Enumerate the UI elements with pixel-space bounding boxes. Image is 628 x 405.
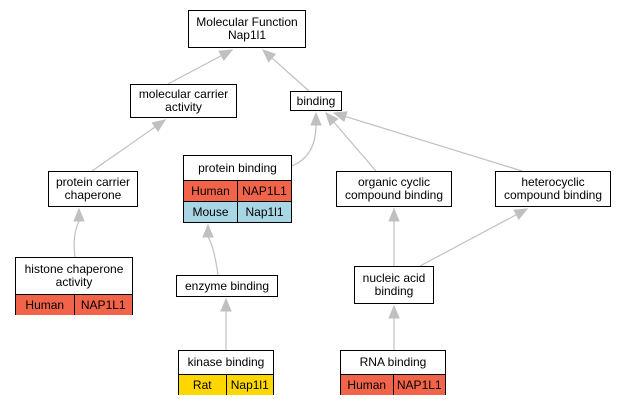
edge-histone-to-protein_carrier	[73, 220, 80, 258]
gene-cell: NAP1L1	[392, 375, 446, 395]
edge-carrier-to-mf_root	[167, 55, 222, 85]
annotation-row: Human NAP1L1	[184, 180, 291, 201]
annotation-row: Mouse Nap1l1	[184, 201, 291, 222]
go-term-label: heterocyclic compound binding	[503, 175, 603, 202]
go-term-label: histone chaperone activity	[24, 262, 124, 289]
arrowhead-nucleic-to-organic	[388, 207, 400, 222]
arrowhead-heterocyclic-to-binding	[332, 111, 348, 123]
go-term-label: kinase binding	[187, 355, 265, 369]
species-cell: Human	[25, 297, 65, 312]
go-term-label: binding	[296, 93, 336, 108]
gene-cell: Nap1l1	[237, 202, 291, 222]
go-term-node-carrier[interactable]: molecular carrier activity	[130, 84, 237, 118]
go-term-label: RNA binding	[359, 355, 427, 369]
edge-heterocyclic-to-binding	[345, 115, 523, 172]
arrowhead-carrier-to-mf_root	[218, 49, 234, 61]
go-term-node-protein-carrier[interactable]: protein carrier chaperone	[48, 171, 138, 207]
edge-organic-to-binding	[333, 121, 377, 172]
arrowhead-enzyme-to-protein_binding	[202, 223, 214, 238]
gene-cell: Nap1l1	[225, 375, 274, 395]
edge-enzyme-to-protein_binding	[207, 236, 219, 276]
go-term-label: Molecular Function Nap1l1	[196, 15, 298, 42]
annotation-row: Rat Nap1l1	[179, 374, 273, 395]
species-cell: Human	[347, 377, 387, 392]
go-term-label: organic cyclic compound binding	[344, 175, 444, 202]
arrowhead-organic-to-binding	[325, 112, 339, 127]
go-term-node-organic[interactable]: organic cyclic compound binding	[336, 171, 452, 207]
edge-protein_binding-to-binding	[291, 124, 317, 167]
go-term-node-heterocyclic[interactable]: heterocyclic compound binding	[495, 171, 611, 207]
gene-cell: NAP1L1	[237, 181, 291, 201]
arrowhead-kinase-to-enzyme	[220, 297, 232, 312]
gene-cell: NAP1L1	[73, 295, 133, 315]
go-term-node-enzyme[interactable]: enzyme binding	[176, 275, 278, 297]
go-term-label: molecular carrier activity	[138, 87, 229, 114]
go-term-label: enzyme binding	[184, 278, 270, 293]
arrowhead-protein_binding-to-binding	[310, 111, 322, 126]
species-cell: Human	[191, 183, 230, 198]
go-term-label: protein carrier chaperone	[55, 175, 131, 202]
arrowhead-binding-to-mf_root	[262, 49, 277, 63]
go-term-node-binding[interactable]: binding	[290, 91, 342, 111]
go-term-label: nucleic acid binding	[362, 271, 426, 298]
go-term-node-mf-root[interactable]: Molecular Function Nap1l1	[188, 10, 306, 48]
go-term-node-nucleic[interactable]: nucleic acid binding	[354, 266, 434, 304]
annotation-row: Human NAP1L1	[341, 374, 445, 395]
arrowhead-nucleic-to-heterocyclic	[513, 208, 529, 220]
arrowhead-protein_carrier-to-carrier	[151, 119, 167, 132]
species-cell: Mouse	[192, 204, 229, 219]
species-cell: Rat	[192, 377, 212, 392]
go-term-label: protein binding	[198, 160, 277, 175]
edge-nucleic-to-heterocyclic	[419, 214, 517, 267]
edge-protein_carrier-to-carrier	[91, 126, 156, 172]
annotation-row: Human NAP1L1	[16, 294, 132, 315]
arrowhead-rna-to-nucleic	[388, 304, 400, 319]
edge-binding-to-mf_root	[271, 57, 310, 92]
arrowhead-histone-to-protein_carrier	[73, 207, 85, 222]
